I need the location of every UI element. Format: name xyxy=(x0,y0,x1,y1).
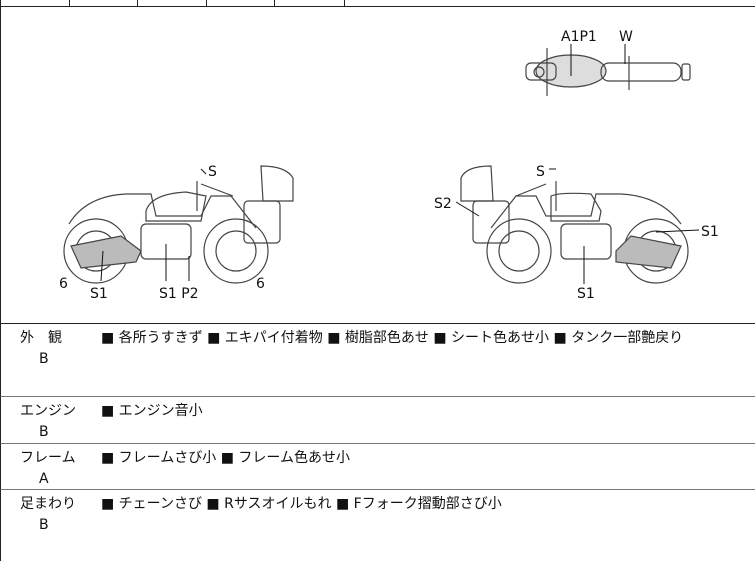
top-view-motorcycle xyxy=(525,48,691,96)
section-undercarriage: 足まわり B ■ チェーンさび ■ Rサスオイルもれ ■ Fフォーク摺動部さび小 xyxy=(0,490,755,561)
label-w: W xyxy=(619,29,633,45)
label-left-6-rear: 6 xyxy=(59,276,68,292)
section-items: ■ フレームさび小 ■ フレーム色あせ小 xyxy=(101,450,350,466)
section-items: ■ チェーンさび ■ Rサスオイルもれ ■ Fフォーク摺動部さび小 xyxy=(101,496,502,512)
leader-lines xyxy=(100,44,700,284)
right-view-motorcycle xyxy=(460,165,689,284)
label-left-6-front: 6 xyxy=(256,276,265,292)
label-left-s1p2: S1 P2 xyxy=(159,286,199,302)
section-grade: B xyxy=(39,351,49,367)
label-left-s1: S1 xyxy=(90,286,108,302)
section-label: フレーム xyxy=(20,450,76,466)
label-right-s2: S2 xyxy=(434,196,452,212)
top-table-edge xyxy=(0,0,755,7)
section-label: 外 観 xyxy=(20,330,62,346)
section-items: ■ 各所うすきず ■ エキパイ付着物 ■ 樹脂部色あせ ■ シート色あせ小 ■ … xyxy=(101,330,684,346)
section-exterior: 外 観 B ■ 各所うすきず ■ エキパイ付着物 ■ 樹脂部色あせ ■ シート色… xyxy=(0,324,755,397)
left-view-motorcycle xyxy=(63,165,294,284)
section-frame: フレーム A ■ フレームさび小 ■ フレーム色あせ小 xyxy=(0,444,755,490)
label-left-s: S xyxy=(208,164,217,180)
section-grade: B xyxy=(39,517,49,533)
label-right-s1-engine: S1 xyxy=(577,286,595,302)
motorcycle-diagram: A1P1 W S 6 S1 S1 P2 6 S S2 S1 S1 xyxy=(59,29,719,302)
section-engine: エンジン B ■ エンジン音小 xyxy=(0,397,755,444)
section-grade: B xyxy=(39,424,49,440)
section-items: ■ エンジン音小 xyxy=(101,403,203,419)
section-grade: A xyxy=(39,471,49,487)
section-label: エンジン xyxy=(20,403,76,419)
damage-diagram: A1P1 W S 6 S1 S1 P2 6 S S2 S1 S1 xyxy=(0,6,755,324)
label-right-s: S xyxy=(536,164,545,180)
label-right-s1-rear: S1 xyxy=(701,224,719,240)
section-label: 足まわり xyxy=(20,496,76,512)
label-a1p1: A1P1 xyxy=(561,29,597,45)
